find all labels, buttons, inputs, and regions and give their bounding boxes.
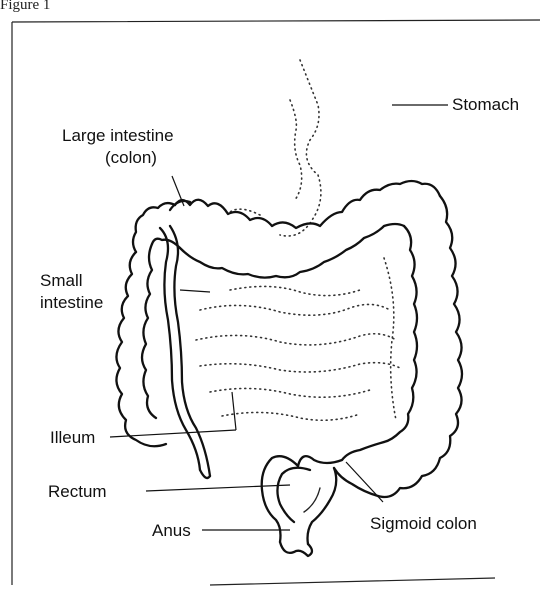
colon-descending-outer xyxy=(378,196,462,497)
label-large-intestine-line1: Large intestine xyxy=(62,125,174,146)
colon-ascending-outer xyxy=(116,252,166,446)
label-stomach: Stomach xyxy=(452,94,519,115)
stomach-outline-inner xyxy=(290,100,302,200)
label-ileum: Illeum xyxy=(50,427,95,448)
large-intestine-pointer-bulge xyxy=(170,201,190,210)
anus-outline xyxy=(280,542,312,556)
small-intestine-loop-4 xyxy=(200,363,400,372)
leader-small-intestine xyxy=(180,290,210,292)
colon-ascending-inner xyxy=(142,244,156,418)
leader-rectum xyxy=(146,485,290,491)
colon-descending-inner xyxy=(384,226,417,442)
label-anus: Anus xyxy=(152,520,191,541)
colon-transverse-lower xyxy=(180,224,404,278)
stomach-outline xyxy=(280,60,321,236)
label-rectum: Rectum xyxy=(48,481,107,502)
small-intestine-loop-2 xyxy=(200,304,390,315)
label-large-intestine-line2: (colon) xyxy=(105,147,157,168)
small-intestine-loop-1 xyxy=(230,286,360,295)
leader-ileum-v xyxy=(232,392,236,430)
small-intestine-loop-6 xyxy=(222,412,360,420)
sigmoid-colon xyxy=(298,442,384,466)
leader-sigmoid xyxy=(346,462,383,502)
label-sigmoid-colon: Sigmoid colon xyxy=(370,513,477,534)
rectum-right-inner xyxy=(304,488,320,512)
rectum-inner xyxy=(277,468,310,522)
label-small-intestine-line2: intestine xyxy=(40,292,103,313)
leader-ileum-h xyxy=(110,430,236,437)
colon-transverse-upper xyxy=(175,181,440,228)
small-intestine-loop-5 xyxy=(210,388,370,397)
label-small-intestine-line1: Small xyxy=(40,270,83,291)
small-intestine-loop-3 xyxy=(196,334,396,345)
